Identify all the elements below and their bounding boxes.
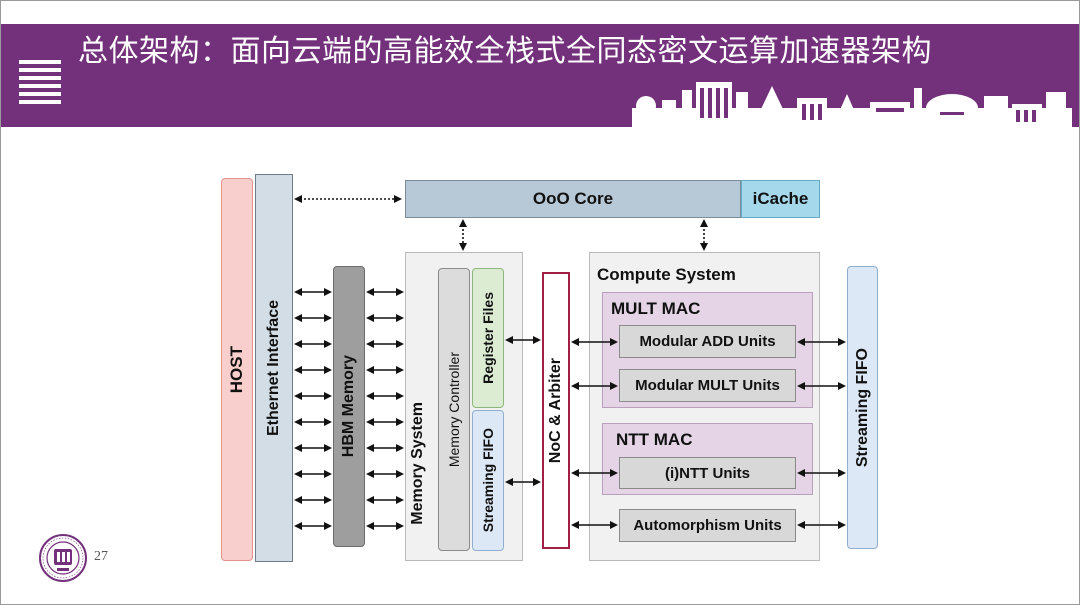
slide-title: 总体架构：面向云端的高能效全栈式全同态密文运算加速器架构 (78, 35, 932, 68)
register-files-box: Register Files (472, 268, 504, 408)
streaming-fifo-output-box: Streaming FIFO (847, 266, 878, 549)
memory-controller-box: Memory Controller (438, 268, 470, 551)
mult-mac-label: MULT MAC (611, 299, 701, 318)
hbm-memory-box: HBM Memory (333, 266, 365, 547)
streaming-fifo-memory-box: Streaming FIFO (472, 410, 504, 551)
icache-box: iCache (741, 180, 820, 218)
page-number: 27 (94, 549, 108, 564)
campus-skyline-icon (632, 82, 1072, 128)
host-box: HOST (221, 178, 253, 561)
ntt-mac-label: NTT MAC (616, 430, 693, 449)
ooo-core-box: OoO Core (405, 180, 741, 218)
automorphism-units-box: Automorphism Units (619, 509, 796, 542)
ethernet-interface-box: Ethernet Interface (255, 174, 293, 562)
ntt-units-box: (i)NTT Units (619, 457, 796, 489)
noc-arbiter-box: NoC & Arbiter (542, 272, 570, 549)
university-seal-icon (39, 534, 87, 582)
modular-add-units-box: Modular ADD Units (619, 325, 796, 358)
modular-mult-units-box: Modular MULT Units (619, 369, 796, 402)
compute-system-label: Compute System (597, 265, 736, 284)
stripes-decoration (19, 60, 61, 108)
